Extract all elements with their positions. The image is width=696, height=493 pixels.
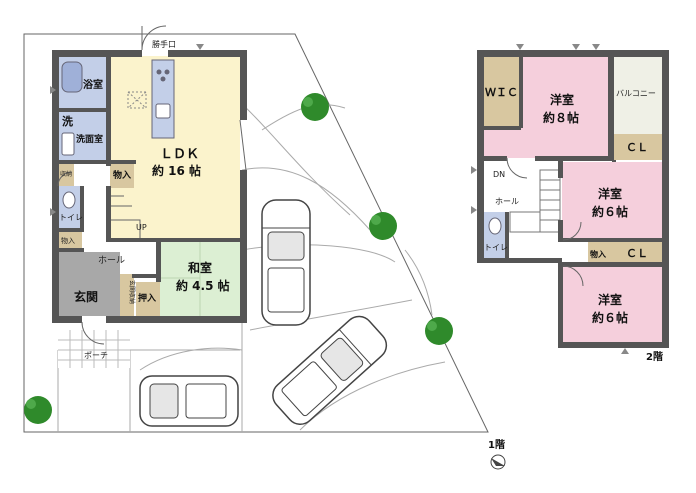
car-3 bbox=[139, 375, 239, 427]
closet-3 bbox=[588, 240, 614, 266]
oshiire bbox=[136, 282, 160, 316]
western-1-name-label: 洋室 bbox=[550, 92, 574, 107]
north-arrow-icon bbox=[490, 454, 506, 470]
floor2-doors bbox=[506, 157, 584, 287]
western-3-name-label: 洋室 bbox=[598, 292, 622, 307]
up-label: UP bbox=[136, 223, 147, 232]
cl-2 bbox=[614, 240, 662, 266]
bath-label: 浴室 bbox=[83, 78, 103, 91]
storage-small-label: 収納 bbox=[60, 170, 72, 178]
floor2-level-label: 2階 bbox=[646, 350, 663, 363]
closet-3-label: 物入 bbox=[590, 249, 606, 259]
tree-3 bbox=[425, 317, 453, 345]
ldk-room bbox=[110, 56, 240, 240]
western-1-room bbox=[521, 56, 613, 158]
porch-label: ポーチ bbox=[84, 351, 108, 360]
cl-1-label: ＣＬ bbox=[626, 141, 648, 154]
cl-1 bbox=[613, 134, 663, 160]
wash-char-label: 洗 bbox=[62, 114, 73, 128]
kitchen-counter bbox=[127, 59, 175, 139]
floor2-walls bbox=[477, 50, 669, 348]
car-2 bbox=[272, 315, 388, 425]
tree-4 bbox=[24, 396, 52, 424]
porch-tiles bbox=[58, 330, 130, 368]
tatami-lines bbox=[160, 240, 201, 316]
entrance-label: 玄関 bbox=[74, 289, 98, 304]
dn-label: DN bbox=[493, 170, 505, 179]
ldk-size-label: 約 16 帖 bbox=[152, 163, 201, 178]
closet-2-label: 物入 bbox=[61, 236, 75, 245]
washroom-label: 洗面室 bbox=[76, 133, 103, 145]
car-1 bbox=[261, 199, 311, 326]
cl-2-label: ＣＬ bbox=[626, 247, 648, 260]
closet-2 bbox=[58, 232, 82, 248]
entrance-storage-label: 玄関収納 bbox=[128, 280, 136, 304]
western-2-name-label: 洋室 bbox=[598, 186, 622, 201]
toilet-1-bowl bbox=[62, 191, 76, 209]
bathtub bbox=[61, 61, 83, 93]
stairs-2 bbox=[509, 169, 561, 233]
wic-label: ＷＩＣ bbox=[485, 86, 518, 99]
ldk-name-label: ＬＤＫ bbox=[160, 147, 199, 162]
western-1-lower bbox=[483, 128, 521, 158]
western-3-room bbox=[562, 266, 662, 342]
stairs-1 bbox=[110, 195, 141, 240]
floor1-walls bbox=[52, 50, 247, 323]
toilet-1-label: トイレ bbox=[59, 213, 83, 222]
wic-room bbox=[483, 56, 521, 128]
tree-2 bbox=[369, 212, 397, 240]
closet-1 bbox=[110, 162, 134, 188]
sink bbox=[61, 132, 75, 156]
back-door-label: 勝手口 bbox=[152, 39, 176, 49]
western-2-size-label: 約６帖 bbox=[592, 204, 628, 219]
hall-1-label: ホール bbox=[98, 255, 125, 266]
balcony-label: バルコニー bbox=[616, 89, 656, 98]
western-3-size-label: 約６帖 bbox=[592, 310, 628, 325]
floor1-level-label: 1階 bbox=[488, 438, 505, 451]
western-1-size-label: 約８帖 bbox=[543, 110, 579, 125]
floor1-doors bbox=[57, 25, 247, 345]
storage-small bbox=[58, 162, 74, 186]
toilet-2-bowl bbox=[488, 217, 502, 235]
balcony bbox=[613, 56, 663, 134]
tree-1 bbox=[301, 93, 329, 121]
window-marks bbox=[50, 44, 629, 354]
washitsu-size-label: 約 4.5 帖 bbox=[176, 278, 230, 293]
entrance-storage bbox=[120, 274, 134, 316]
oshiire-label: 押入 bbox=[138, 292, 156, 304]
washitsu-name-label: 和室 bbox=[187, 260, 212, 275]
closet-1-label: 物入 bbox=[113, 169, 131, 181]
entrance bbox=[58, 252, 120, 316]
toilet-2-label: トイレ bbox=[484, 243, 508, 252]
western-2-room bbox=[562, 162, 662, 240]
hall-2-label: ホール bbox=[495, 197, 519, 206]
